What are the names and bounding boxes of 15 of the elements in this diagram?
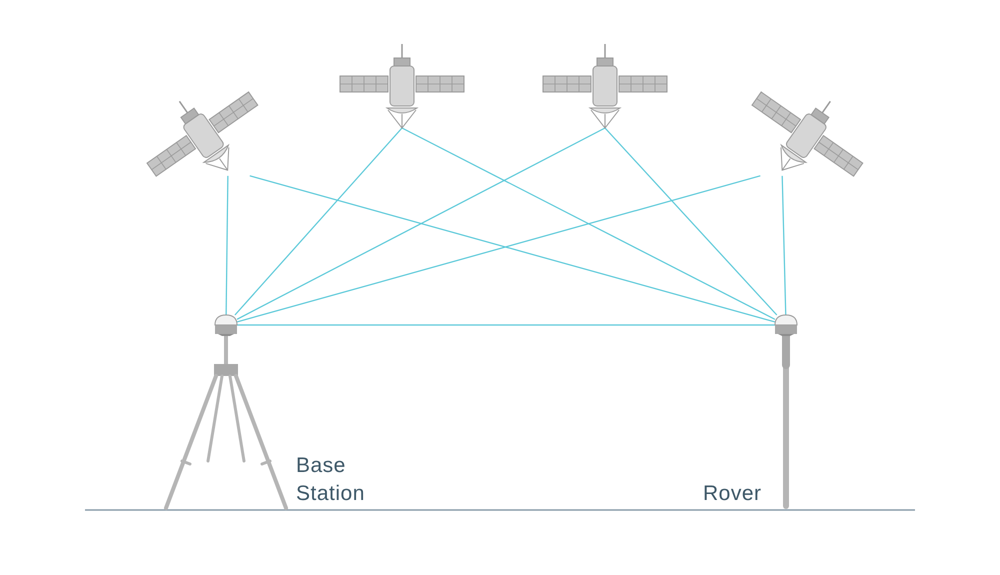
signal-line: [237, 324, 775, 326]
station-label: Rover: [703, 481, 763, 507]
signal-line: [402, 127, 776, 320]
gnss-receiver-drawing: [215, 315, 237, 336]
satellite-drawing: [340, 44, 464, 128]
satellite-drawing: [147, 92, 258, 176]
station-label: Base Station: [296, 453, 366, 507]
signal-line: [236, 127, 606, 320]
signal-line: [604, 128, 778, 316]
gnss-receiver-drawing: [775, 315, 797, 336]
satellite-drawing: [543, 44, 667, 128]
satellite-drawing: [752, 92, 863, 176]
signal-line: [782, 176, 786, 316]
signal-line: [234, 128, 402, 316]
signal-line: [226, 176, 228, 315]
